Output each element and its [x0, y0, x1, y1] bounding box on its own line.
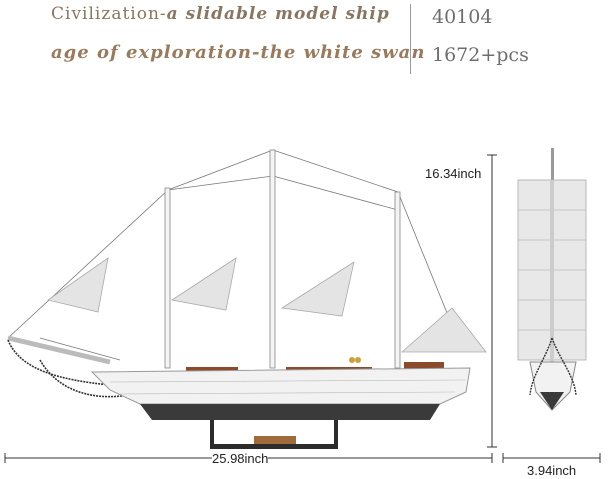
sail-mizzen: [400, 307, 487, 353]
header-divider: [410, 4, 411, 74]
ship-side-view: [7, 149, 487, 449]
bowsprit: [7, 335, 111, 365]
sails: [47, 257, 487, 353]
rigging: [7, 149, 463, 361]
product-title-line-2: age of exploration-the white swan: [51, 42, 426, 63]
piece-count: 1672+pcs: [432, 44, 529, 66]
sail-jib: [47, 257, 109, 313]
display-stand: [210, 420, 338, 449]
front-chain: [529, 337, 577, 396]
ship-front-view: [517, 148, 587, 411]
hull-upper: [90, 367, 471, 405]
mizzen-mast: [394, 191, 401, 369]
width-label: 3.94inch: [527, 463, 577, 478]
title-prefix: Civilization-: [51, 4, 167, 24]
model-number: 40104: [432, 6, 493, 28]
sail-fore: [170, 257, 237, 311]
title-subtitle: a slidable model ship: [166, 4, 390, 24]
fore-mast: [164, 187, 171, 369]
sail-main: [280, 261, 355, 317]
product-title-line-1: Civilization-a slidable model ship: [51, 4, 401, 24]
anchor-chain: [7, 339, 129, 398]
height-label: 16.34inch: [425, 166, 482, 181]
name-plate: [254, 436, 296, 444]
front-mast-top: [551, 148, 554, 183]
hull-planks: [109, 379, 467, 395]
hull-lower: [140, 404, 440, 420]
length-label: 25.98inch: [212, 451, 269, 466]
front-hull: [529, 361, 577, 411]
main-mast: [269, 149, 276, 369]
